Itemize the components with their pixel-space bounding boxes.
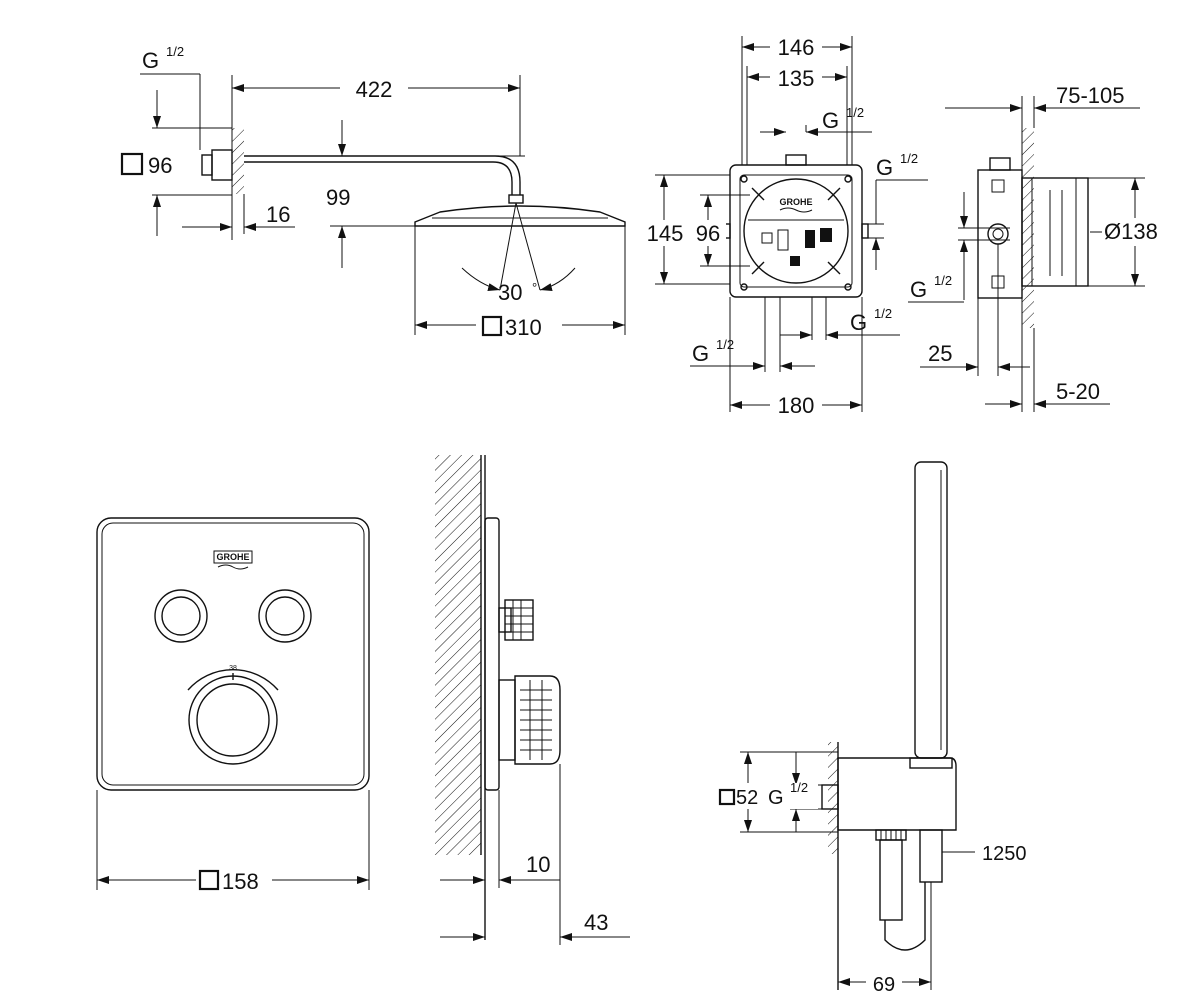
trim-wall-hatch: [435, 455, 481, 855]
dim-height: 145: [647, 221, 684, 246]
hose: [884, 882, 926, 951]
trim-plate: [96, 517, 370, 791]
dim-projection: 43: [584, 910, 608, 935]
dim-width-inner: 135: [778, 66, 815, 91]
dim-side-thread-letter: G: [910, 277, 927, 302]
thermostat-knob-side: [514, 675, 561, 765]
dim-bottom-left-thread-letter: G: [692, 341, 709, 366]
mixer-logo: GROHE: [779, 197, 812, 207]
trim-logo: GROHE: [216, 552, 249, 562]
dim-bottom-right-thread-fraction: 1/2: [874, 306, 892, 321]
dim-drop: 99: [326, 185, 350, 210]
dim-head: 310: [505, 315, 542, 340]
button-2[interactable]: [258, 589, 312, 643]
dim-width-outer: 146: [778, 35, 815, 60]
dim-length: 422: [356, 77, 393, 102]
dim-diameter: Ø138: [1104, 219, 1158, 244]
dim-bottom-left-thread-fraction: 1/2: [716, 337, 734, 352]
knurl-pattern-upper: [505, 600, 533, 640]
shower-head: [414, 205, 626, 227]
dim-trim-square: 158: [222, 869, 259, 894]
mixer-body-front: GROHE 146 135 G 1/2 G 1/2 145: [644, 34, 928, 418]
temp-mark: 38: [229, 665, 237, 672]
side-body: [977, 169, 1023, 299]
dim-thread-fraction: 1/2: [166, 44, 184, 59]
dim-square: 96: [148, 153, 172, 178]
dim-cover: 5-20: [1056, 379, 1100, 404]
thermostat-knob[interactable]: [188, 675, 278, 765]
dim-right-thread-fraction: 1/2: [900, 151, 918, 166]
dim-hose: 1250: [982, 843, 1027, 865]
dim-angle-unit: °: [532, 280, 537, 295]
hand-shower-handle: [914, 461, 948, 759]
dim-angle: 30: [498, 280, 522, 305]
hand-shower-view: 52 G 1/2 1250 69: [716, 461, 1027, 996]
trim-plate-edge: [484, 517, 500, 791]
knurl-pattern-lower: [520, 680, 552, 760]
dim-top-thread-letter: G: [822, 108, 839, 133]
dim-hand-thread-letter: G: [768, 787, 784, 809]
dim-side-thread-fraction: 1/2: [934, 273, 952, 288]
shower-head-view: 422 G 1/2 96 16 99 30 ° 310: [120, 44, 626, 340]
side-port: [987, 223, 1009, 245]
temp-scale-arc: [187, 668, 279, 691]
wall-bracket: [837, 757, 957, 831]
dim-right-thread-letter: G: [876, 155, 893, 180]
dim-base: 180: [778, 393, 815, 418]
dim-wall: 16: [266, 202, 290, 227]
mixer-round: [743, 178, 849, 284]
hand-wall-hatch: [828, 742, 838, 854]
mixer-body-side: 75-105 Ø138 G 1/2 25 5-20: [908, 83, 1166, 412]
mixer-plate: [729, 164, 863, 298]
dim-inner-height: 96: [696, 221, 720, 246]
dim-depth: 75-105: [1056, 83, 1125, 108]
dim-hand-square: 52: [736, 787, 758, 809]
button-knurl: [504, 599, 534, 641]
dim-spacing: 69: [873, 974, 895, 996]
dim-top-thread-fraction: 1/2: [846, 105, 864, 120]
trim-plate-view: GROHE 38 158: [96, 517, 370, 894]
dim-thread-letter: G: [142, 48, 159, 73]
dim-bottom-right-thread-letter: G: [850, 310, 867, 335]
dim-offset: 25: [928, 341, 952, 366]
square-symbol: [120, 152, 144, 176]
button-1[interactable]: [154, 589, 208, 643]
dim-plate: 10: [526, 852, 550, 877]
wall-hatch: [232, 128, 244, 194]
trim-side-view: 10 43: [435, 455, 630, 945]
dim-hand-thread-fraction: 1/2: [790, 780, 808, 795]
